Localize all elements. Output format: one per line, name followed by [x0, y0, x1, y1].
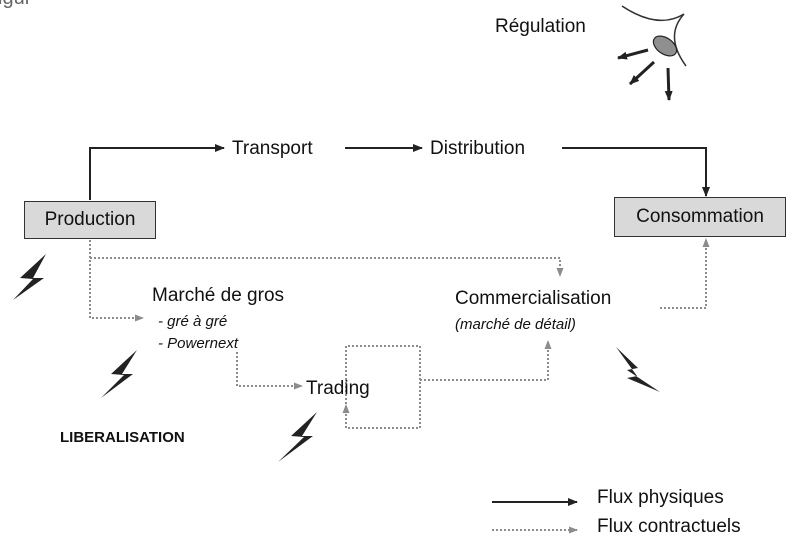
header-fragment: igur: [0, 0, 31, 8]
contractual-flows: [89, 238, 710, 429]
powernext-label: - Powernext: [158, 335, 239, 352]
marche-de-detail-label: (marché de détail): [455, 316, 576, 333]
legend-contractual-label: Flux contractuels: [597, 516, 741, 537]
trading-label: Trading: [306, 378, 370, 399]
legend-physical-label: Flux physiques: [597, 487, 724, 508]
lightning-icon: [13, 254, 46, 300]
production-to-commercialisation-arrow: [90, 257, 564, 277]
physical-flows: [89, 144, 710, 200]
production-box: Production: [24, 201, 156, 239]
marche-to-trading-arrow: [236, 352, 303, 390]
distribution-label: Distribution: [430, 138, 526, 159]
production-label: Production: [44, 209, 136, 230]
eye-icon: [617, 5, 687, 101]
consommation-label: Consommation: [636, 206, 764, 227]
lightning-icon: [616, 347, 660, 392]
gre-a-gre-label: - gré à gré: [158, 313, 228, 330]
lightning-icon: [101, 350, 137, 398]
legend-lines: [492, 498, 578, 534]
lightning-icon: [278, 412, 317, 462]
consommation-box: Consommation: [614, 197, 786, 237]
liberalisation-label: LIBERALISATION: [60, 429, 185, 446]
marche-de-gros-label: Marché de gros: [152, 285, 285, 306]
production-to-marche-arrow: [89, 240, 144, 322]
regulation-label: Régulation: [495, 16, 586, 37]
commercialisation-label: Commercialisation: [455, 288, 612, 309]
trading-loop: [345, 345, 421, 429]
distribution-to-consommation-arrow: [562, 147, 710, 197]
transport-label: Transport: [232, 138, 313, 159]
commercialisation-to-consommation-arrow: [660, 238, 710, 309]
production-to-transport-arrow: [89, 144, 225, 200]
trading-to-commercialisation-arrow: [420, 340, 552, 381]
